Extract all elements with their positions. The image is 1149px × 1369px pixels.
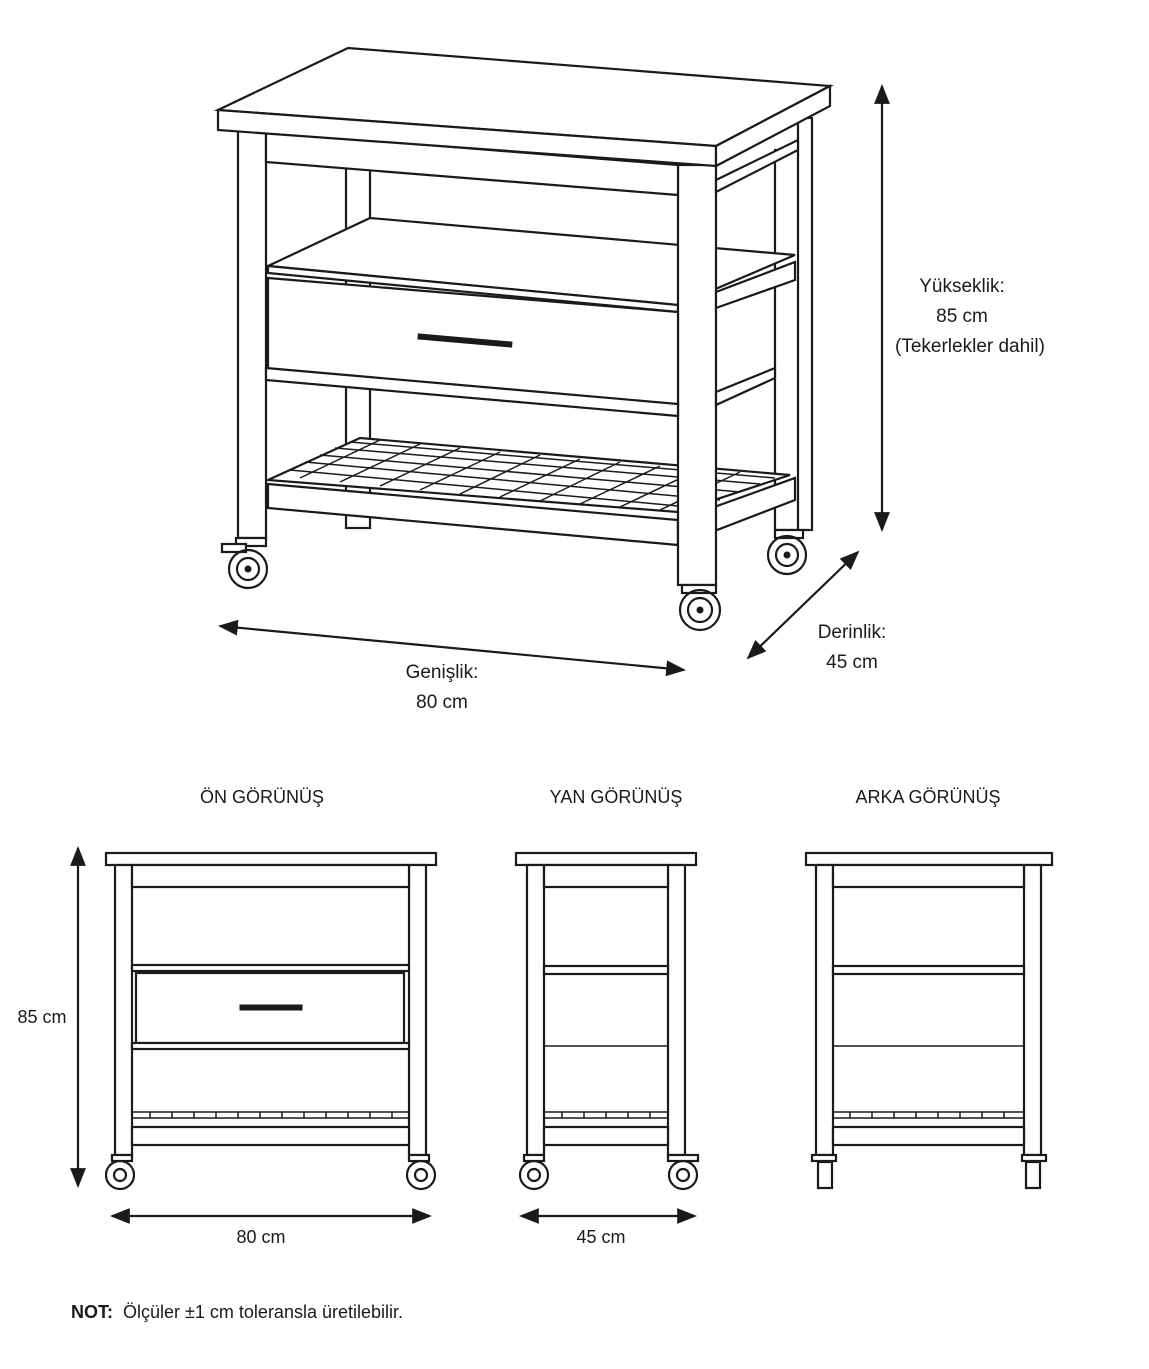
isometric-cart [213, 46, 834, 632]
front-view-title: ÖN GÖRÜNÜŞ [200, 787, 324, 807]
height-title: Yükseklik: [919, 276, 1005, 297]
front-width-label: 80 cm [236, 1227, 285, 1247]
width-arrow [218, 619, 686, 677]
drawer-handle [417, 333, 513, 348]
back-view-title: ARKA GÖRÜNÜŞ [855, 787, 1000, 807]
caster-wheels [220, 528, 808, 632]
back-view [804, 851, 1054, 1190]
height-value: 85 cm [936, 306, 988, 327]
front-view [104, 851, 438, 1191]
side-width-label: 45 cm [576, 1227, 625, 1247]
drawer [266, 276, 680, 407]
side-view [514, 851, 700, 1191]
width-value: 80 cm [416, 692, 468, 713]
front-height-label: 85 cm [17, 1007, 66, 1027]
depth-arrow [746, 550, 860, 660]
depth-title: Derinlik: [818, 622, 887, 643]
front-drawer-handle [239, 1004, 303, 1011]
side-view-title: YAN GÖRÜNÜŞ [550, 787, 683, 807]
note: NOT: Ölçüler ±1 cm toleransla üretilebil… [71, 1302, 403, 1322]
note-label: NOT: [71, 1302, 113, 1322]
wire-grid-shelf [263, 436, 791, 514]
depth-value: 45 cm [826, 652, 878, 673]
note-text: Ölçüler ±1 cm toleransla üretilebilir. [123, 1302, 403, 1322]
tabletop [213, 46, 834, 168]
width-title: Genişlik: [406, 662, 479, 683]
height-note: (Tekerlekler dahil) [895, 336, 1045, 357]
